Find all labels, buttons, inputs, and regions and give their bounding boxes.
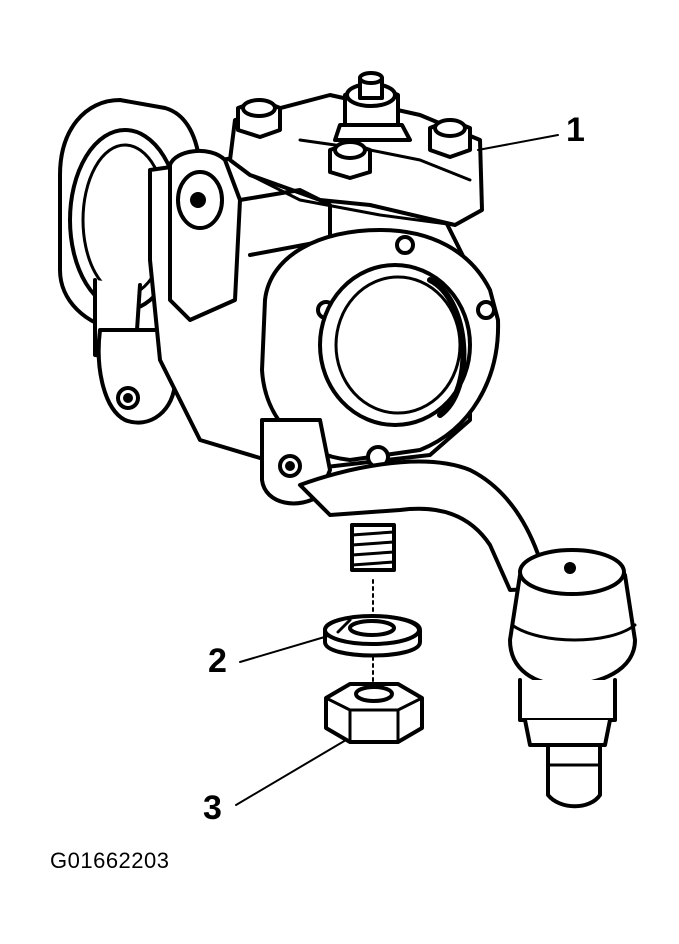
callout-number-2: 2: [208, 642, 227, 680]
ball-stud-shank: [546, 743, 602, 809]
pitman-arm: [298, 459, 637, 809]
leader-line-3: [235, 739, 347, 806]
cover-bolts: [236, 71, 472, 180]
leader-line-2: [239, 635, 329, 663]
sector-bore: [318, 263, 472, 427]
steering-gear-housing: [58, 71, 501, 506]
callout-number-1: 1: [566, 111, 585, 149]
leader-line-1: [477, 134, 559, 151]
nut: [324, 682, 424, 744]
lock-washer: [323, 614, 422, 658]
figure-id-label: G01662203: [50, 848, 170, 873]
callout-number-3: 3: [203, 789, 222, 827]
leader-lines: [235, 134, 559, 806]
